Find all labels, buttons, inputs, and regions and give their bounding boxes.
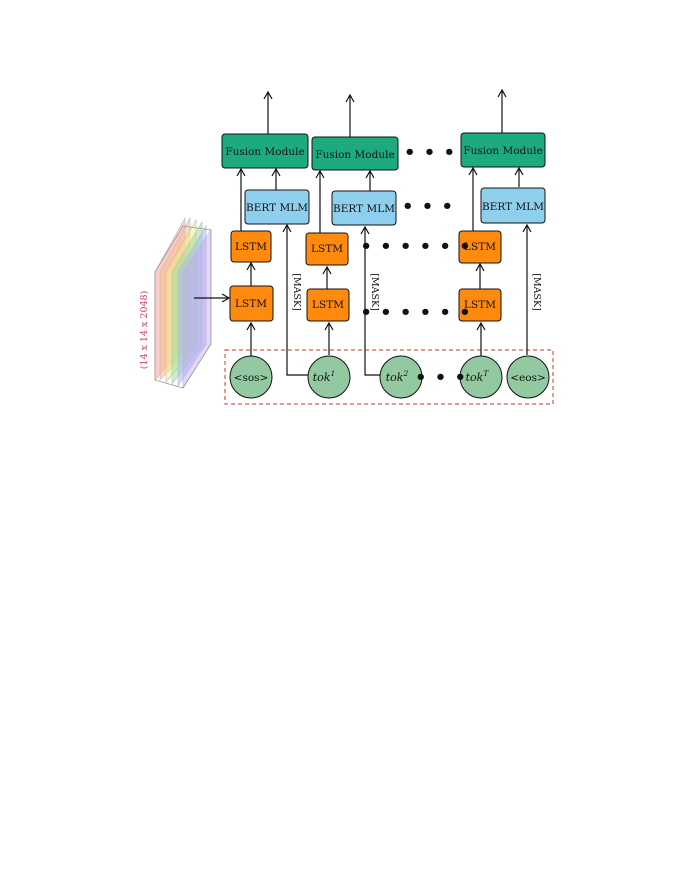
feature-layer bbox=[177, 224, 207, 387]
svg-text:tok2: tok2 bbox=[386, 369, 409, 384]
token-label: tok bbox=[386, 371, 404, 384]
feature-dims-label: (14 x 14 x 2048) bbox=[139, 291, 150, 370]
token-sos-label: <sos> bbox=[234, 372, 269, 384]
fusion-module-2: Fusion Module bbox=[311, 136, 399, 171]
token-superscript: 1 bbox=[330, 369, 335, 378]
bert-mlm-1: BERT MLM bbox=[244, 189, 310, 225]
token-T: tokT bbox=[459, 355, 503, 399]
token-eos: <eos> bbox=[506, 355, 550, 399]
lstm-label: LSTM bbox=[464, 241, 496, 253]
lstm-label: LSTM bbox=[235, 298, 267, 310]
token-label: tok bbox=[466, 371, 484, 384]
feature-box-outline bbox=[154, 225, 212, 389]
lstm-label: LSTM bbox=[464, 299, 496, 311]
bert-mlm-label: BERT MLM bbox=[482, 201, 544, 213]
token-1: tok1 bbox=[307, 355, 351, 399]
mask-label-eos: [MASK] bbox=[531, 273, 542, 311]
svg-text:tok1: tok1 bbox=[313, 369, 336, 384]
feature-map-stack: (14 x 14 x 2048) bbox=[139, 216, 212, 390]
ellipsis-bert-row: • • • bbox=[402, 196, 454, 217]
lstm-lower-2: LSTM bbox=[306, 288, 350, 322]
lstm-lower-T: LSTM bbox=[458, 288, 502, 322]
token-superscript: T bbox=[483, 369, 489, 378]
token-2: tok2 bbox=[379, 355, 423, 399]
bert-mlm-2: BERT MLM bbox=[331, 190, 397, 226]
lstm-upper-T: LSTM bbox=[458, 230, 502, 264]
bert-mlm-label: BERT MLM bbox=[333, 203, 395, 215]
mask-label-1: [MASK] bbox=[291, 273, 302, 311]
lstm-upper-2: LSTM bbox=[305, 232, 349, 266]
token-superscript: 2 bbox=[402, 369, 408, 378]
ellipsis-token-row: • • • bbox=[415, 367, 467, 388]
lstm-upper-1: LSTM bbox=[230, 230, 272, 263]
token-sos: <sos> bbox=[229, 355, 273, 399]
fusion-module-1: Fusion Module bbox=[221, 133, 309, 169]
lstm-label: LSTM bbox=[235, 241, 267, 253]
token-label: tok bbox=[313, 371, 331, 384]
token-eos-label: <eos> bbox=[510, 372, 546, 384]
ellipsis-lstm-upper-row: • • • • • • bbox=[360, 236, 471, 257]
fusion-module-label: Fusion Module bbox=[225, 146, 304, 158]
fusion-module-label: Fusion Module bbox=[315, 149, 394, 161]
bert-mlm-label: BERT MLM bbox=[246, 202, 308, 214]
ellipsis-fusion-row: • • • bbox=[404, 142, 456, 163]
ellipsis-lstm-lower-row: • • • • • • bbox=[360, 302, 471, 323]
fusion-module-T: Fusion Module bbox=[460, 132, 546, 168]
bert-mlm-T: BERT MLM bbox=[480, 187, 546, 224]
lstm-label: LSTM bbox=[312, 299, 344, 311]
svg-text:tokT: tokT bbox=[466, 369, 490, 384]
fusion-module-label: Fusion Module bbox=[463, 145, 542, 157]
lstm-lower-1: LSTM bbox=[229, 285, 274, 322]
input-token-box bbox=[224, 349, 554, 405]
mask-label-2: [MASK] bbox=[369, 273, 380, 311]
lstm-label: LSTM bbox=[311, 243, 343, 255]
